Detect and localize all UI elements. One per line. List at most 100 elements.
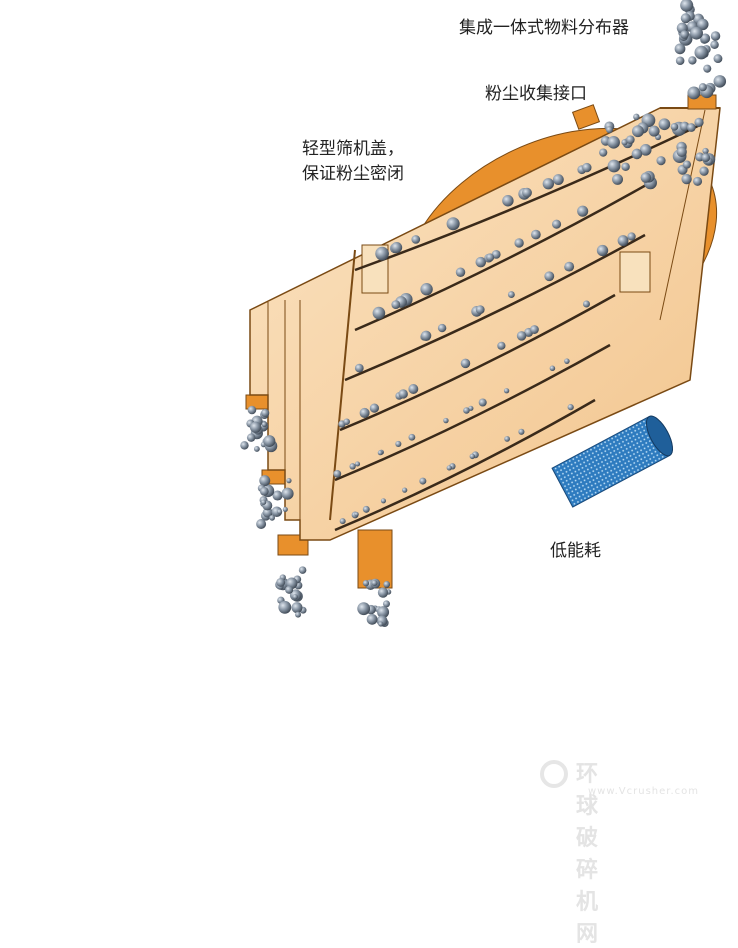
rock (285, 585, 294, 594)
rock (269, 514, 275, 521)
rock (680, 0, 694, 12)
rock (249, 421, 262, 433)
rock (507, 291, 515, 299)
rock (713, 54, 723, 64)
rock (658, 118, 671, 131)
rock (690, 26, 703, 40)
rock (688, 56, 697, 65)
center-outlet (357, 529, 393, 589)
rock (475, 305, 485, 315)
rock (504, 436, 510, 442)
rock (382, 600, 390, 608)
screen-deck (334, 398, 596, 532)
rock (656, 156, 666, 166)
rock (599, 148, 608, 157)
rock (354, 512, 359, 517)
rock (582, 300, 590, 308)
rock (333, 469, 342, 478)
rock (648, 125, 660, 137)
rock (564, 261, 575, 272)
rock (699, 166, 709, 176)
rock (564, 358, 570, 364)
cover-label-line1: 轻型筛机盖， (302, 139, 404, 159)
rock (402, 487, 408, 493)
rock (455, 267, 466, 277)
rock (633, 113, 640, 121)
rock (362, 505, 370, 513)
rock (639, 144, 652, 156)
screen-deck (344, 233, 646, 382)
motor (551, 415, 674, 508)
rock (260, 499, 267, 505)
rock (703, 64, 712, 73)
rock (697, 18, 709, 31)
rock (681, 173, 692, 185)
rock (419, 477, 427, 485)
rock (549, 365, 556, 372)
screen-deck (334, 343, 611, 482)
rock (542, 178, 554, 190)
rock (469, 453, 476, 460)
rock (670, 123, 679, 131)
rock (391, 300, 401, 309)
rock (259, 487, 269, 496)
rock (686, 123, 696, 132)
rock (640, 172, 652, 183)
dust-port (571, 104, 601, 130)
watermark-url: www.Vcrusher.com (588, 786, 700, 797)
rock (383, 581, 391, 588)
watermark-name: 环球破碎机网 (576, 762, 601, 947)
rock (700, 33, 711, 44)
rock (577, 205, 589, 217)
rock (627, 232, 636, 241)
rock (271, 506, 283, 518)
rock (375, 246, 389, 261)
rock (420, 330, 432, 341)
rock (272, 490, 283, 501)
rock (357, 602, 371, 616)
rock (607, 136, 620, 149)
rock (343, 418, 350, 425)
rock (680, 30, 689, 39)
dust-port-label: 粉尘收集接口 (485, 84, 587, 104)
rock (362, 580, 370, 587)
rock (437, 323, 447, 333)
rock (398, 389, 408, 399)
rock (263, 435, 276, 448)
rock (552, 174, 564, 185)
distributor-label: 集成一体式物料分布器 (459, 18, 629, 38)
rock (261, 421, 267, 428)
rock (369, 403, 380, 413)
rock (617, 235, 629, 247)
rock (408, 433, 416, 441)
rock (278, 600, 292, 614)
rock (682, 160, 692, 169)
rock (259, 475, 271, 487)
rock (713, 75, 727, 88)
rock (292, 594, 298, 600)
rock (354, 363, 364, 373)
rock (282, 506, 288, 512)
rock (582, 162, 592, 173)
rock (502, 195, 514, 207)
rock (530, 325, 539, 334)
rock (612, 173, 624, 185)
rock (246, 433, 256, 442)
rock (680, 13, 691, 24)
rock (291, 602, 303, 614)
rock (411, 235, 421, 244)
rock (261, 408, 270, 418)
rock (626, 135, 635, 144)
rock (693, 176, 703, 186)
rock (371, 579, 378, 586)
rock (596, 244, 609, 257)
rock (240, 441, 249, 450)
cover-label-line2: 保证粉尘密闭 (302, 164, 404, 184)
rock (446, 217, 460, 231)
rock (295, 611, 302, 618)
rock (276, 577, 286, 587)
rock (354, 461, 361, 467)
rock (516, 331, 527, 341)
low-energy-label: 低能耗 (550, 541, 601, 561)
rock (420, 283, 433, 296)
